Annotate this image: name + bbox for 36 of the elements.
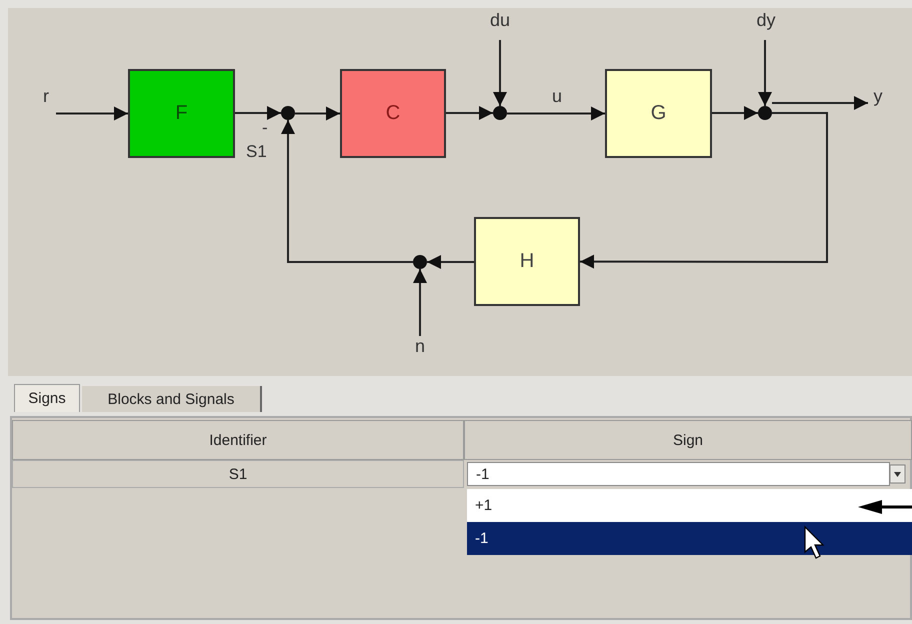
tab: Signs [14,384,80,412]
signal-label: r [36,86,56,120]
signal-arrow [413,269,427,336]
signal-arrow [712,106,758,120]
sign-mark: - [262,118,268,138]
summing-junction [758,106,772,120]
summing-junction [413,255,427,269]
column-header: Sign [464,420,912,460]
block: F [128,69,235,158]
dropdown-field: -1 [467,462,890,486]
signal-arrow [758,40,772,106]
signal-arrow [427,255,474,269]
junction-label: S1 [246,142,267,162]
tab: Blocks and Signals [82,386,262,412]
signal-arrow [507,106,605,120]
signal-arrow [295,106,340,120]
signal-label: y [868,86,888,120]
signal-arrow [56,106,128,120]
signal-arrow [772,96,868,110]
block: G [605,69,712,158]
signal-arrow [446,106,493,120]
signal-arrow [493,40,507,106]
signal-label: dy [752,10,780,40]
block: H [474,217,580,306]
signal-label: du [486,10,514,40]
table-cell: S1 [12,460,464,488]
summing-junction [281,106,295,120]
signal-label: n [410,336,430,364]
signal-arrow [580,112,828,269]
block: C [340,69,446,158]
column-header: Identifier [12,420,464,460]
dropdown-option: -1 [467,522,912,555]
signal-arrow [281,120,413,263]
summing-junction [493,106,507,120]
signal-arrow [235,106,281,120]
dropdown-option: +1 [467,489,912,522]
